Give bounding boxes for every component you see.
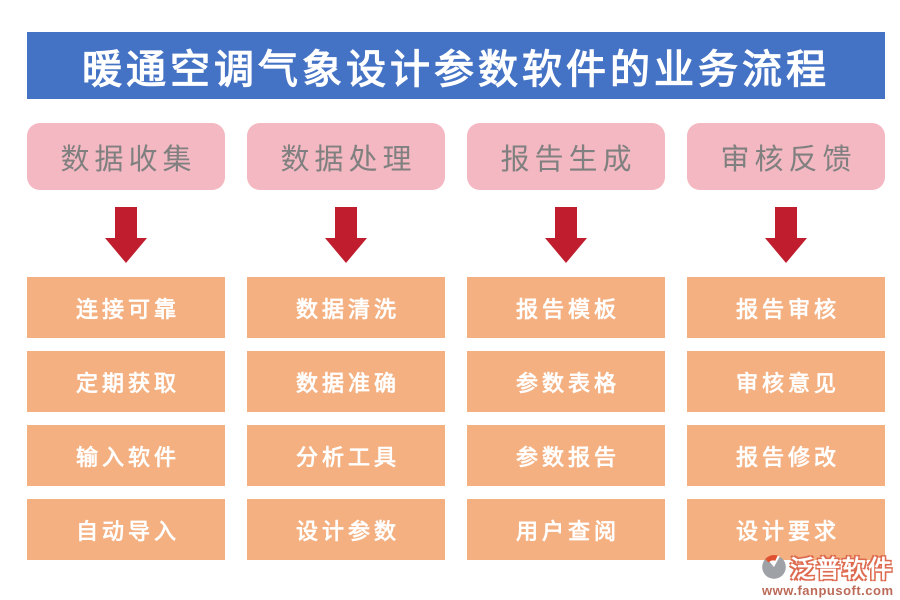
flow-step: 分析工具	[247, 425, 445, 486]
stage-header: 数据处理	[247, 123, 445, 190]
flow-column-data-processing: 数据处理 数据清洗 数据准确 分析工具 设计参数	[247, 123, 445, 573]
arrow-head	[105, 238, 147, 263]
stage-header: 审核反馈	[687, 123, 885, 190]
down-arrow-icon	[545, 207, 587, 263]
page-title: 暖通空调气象设计参数软件的业务流程	[82, 46, 830, 92]
watermark-brand: 泛普软件	[790, 557, 894, 583]
flow-step: 自动导入	[27, 499, 225, 560]
stage-header: 数据收集	[27, 123, 225, 190]
flow-step: 定期获取	[27, 351, 225, 412]
arrow-stem	[555, 207, 577, 238]
watermark-brand-row: 泛普软件	[760, 549, 894, 584]
flow-step: 数据准确	[247, 351, 445, 412]
flow-diagram: 数据收集 连接可靠 定期获取 输入软件 自动导入 数据处理 数据清洗 数据准确 …	[27, 123, 885, 573]
arrow-head	[325, 238, 367, 263]
watermark: 泛普软件 www.fanpusoft.com	[760, 549, 894, 598]
flow-step: 用户查阅	[467, 499, 665, 560]
down-arrow-icon	[105, 207, 147, 263]
arrow-stem	[115, 207, 137, 238]
flow-step: 报告修改	[687, 425, 885, 486]
flow-step: 参数报告	[467, 425, 665, 486]
arrow-head	[545, 238, 587, 263]
flow-column-review-feedback: 审核反馈 报告审核 审核意见 报告修改 设计要求	[687, 123, 885, 573]
arrow-stem	[775, 207, 797, 238]
flow-step: 输入软件	[27, 425, 225, 486]
flow-step: 审核意见	[687, 351, 885, 412]
flow-step: 设计要求	[687, 499, 885, 560]
flow-step: 连接可靠	[27, 277, 225, 338]
flow-step: 参数表格	[467, 351, 665, 412]
flow-column-data-collection: 数据收集 连接可靠 定期获取 输入软件 自动导入	[27, 123, 225, 573]
flow-column-report-generation: 报告生成 报告模板 参数表格 参数报告 用户查阅	[467, 123, 665, 573]
flow-step: 设计参数	[247, 499, 445, 560]
fanpu-logo-icon	[762, 554, 786, 579]
stage-header: 报告生成	[467, 123, 665, 190]
down-arrow-icon	[325, 207, 367, 263]
arrow-head	[765, 238, 807, 263]
watermark-url: www.fanpusoft.com	[762, 583, 894, 598]
title-banner: 暖通空调气象设计参数软件的业务流程	[27, 32, 885, 99]
flow-step: 数据清洗	[247, 277, 445, 338]
arrow-stem	[335, 207, 357, 238]
flow-step: 报告审核	[687, 277, 885, 338]
flow-step: 报告模板	[467, 277, 665, 338]
down-arrow-icon	[765, 207, 807, 263]
